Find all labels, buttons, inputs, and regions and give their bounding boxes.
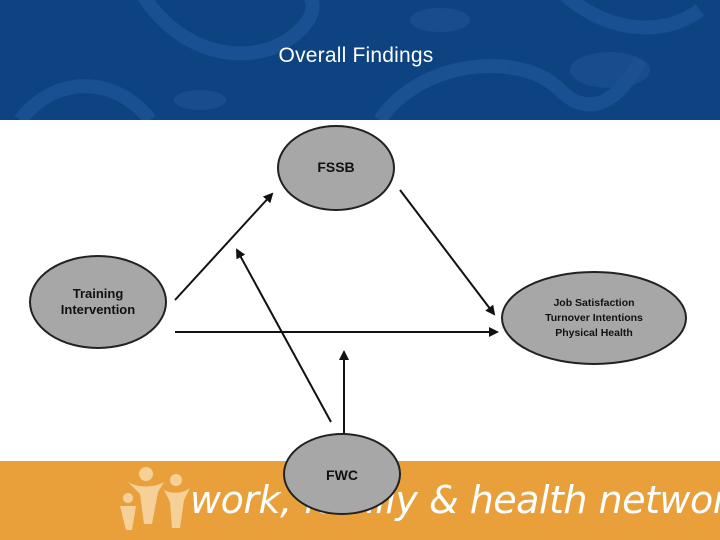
slide-header: Overall Findings bbox=[0, 0, 720, 120]
node-fwc: FWC bbox=[283, 433, 401, 515]
arrow-fssb-to-outcomes bbox=[399, 189, 496, 316]
node-outcomes-label-line3: Physical Health bbox=[555, 327, 633, 339]
node-outcomes-label-line1: Job Satisfaction bbox=[553, 297, 634, 309]
header-swirl-decoration bbox=[14, 0, 705, 120]
arrow-fwc-to-fssb-path bbox=[236, 248, 332, 423]
footer-brand-wordmark: work, family & health network bbox=[190, 478, 720, 522]
node-training-label-line1: Training bbox=[73, 286, 124, 301]
node-fssb-label: FSSB bbox=[317, 159, 354, 175]
node-training-intervention: Training Intervention bbox=[29, 255, 167, 349]
node-fssb: FSSB bbox=[277, 125, 395, 211]
slide-title: Overall Findings bbox=[278, 44, 434, 67]
node-outcomes: Job Satisfaction Turnover Intentions Phy… bbox=[501, 271, 687, 365]
node-outcomes-label-line2: Turnover Intentions bbox=[545, 312, 643, 324]
family-figures-logo bbox=[120, 467, 190, 530]
node-fwc-label: FWC bbox=[326, 467, 358, 483]
node-training-label-line2: Intervention bbox=[61, 302, 135, 317]
arrow-training-to-fssb bbox=[174, 192, 274, 301]
